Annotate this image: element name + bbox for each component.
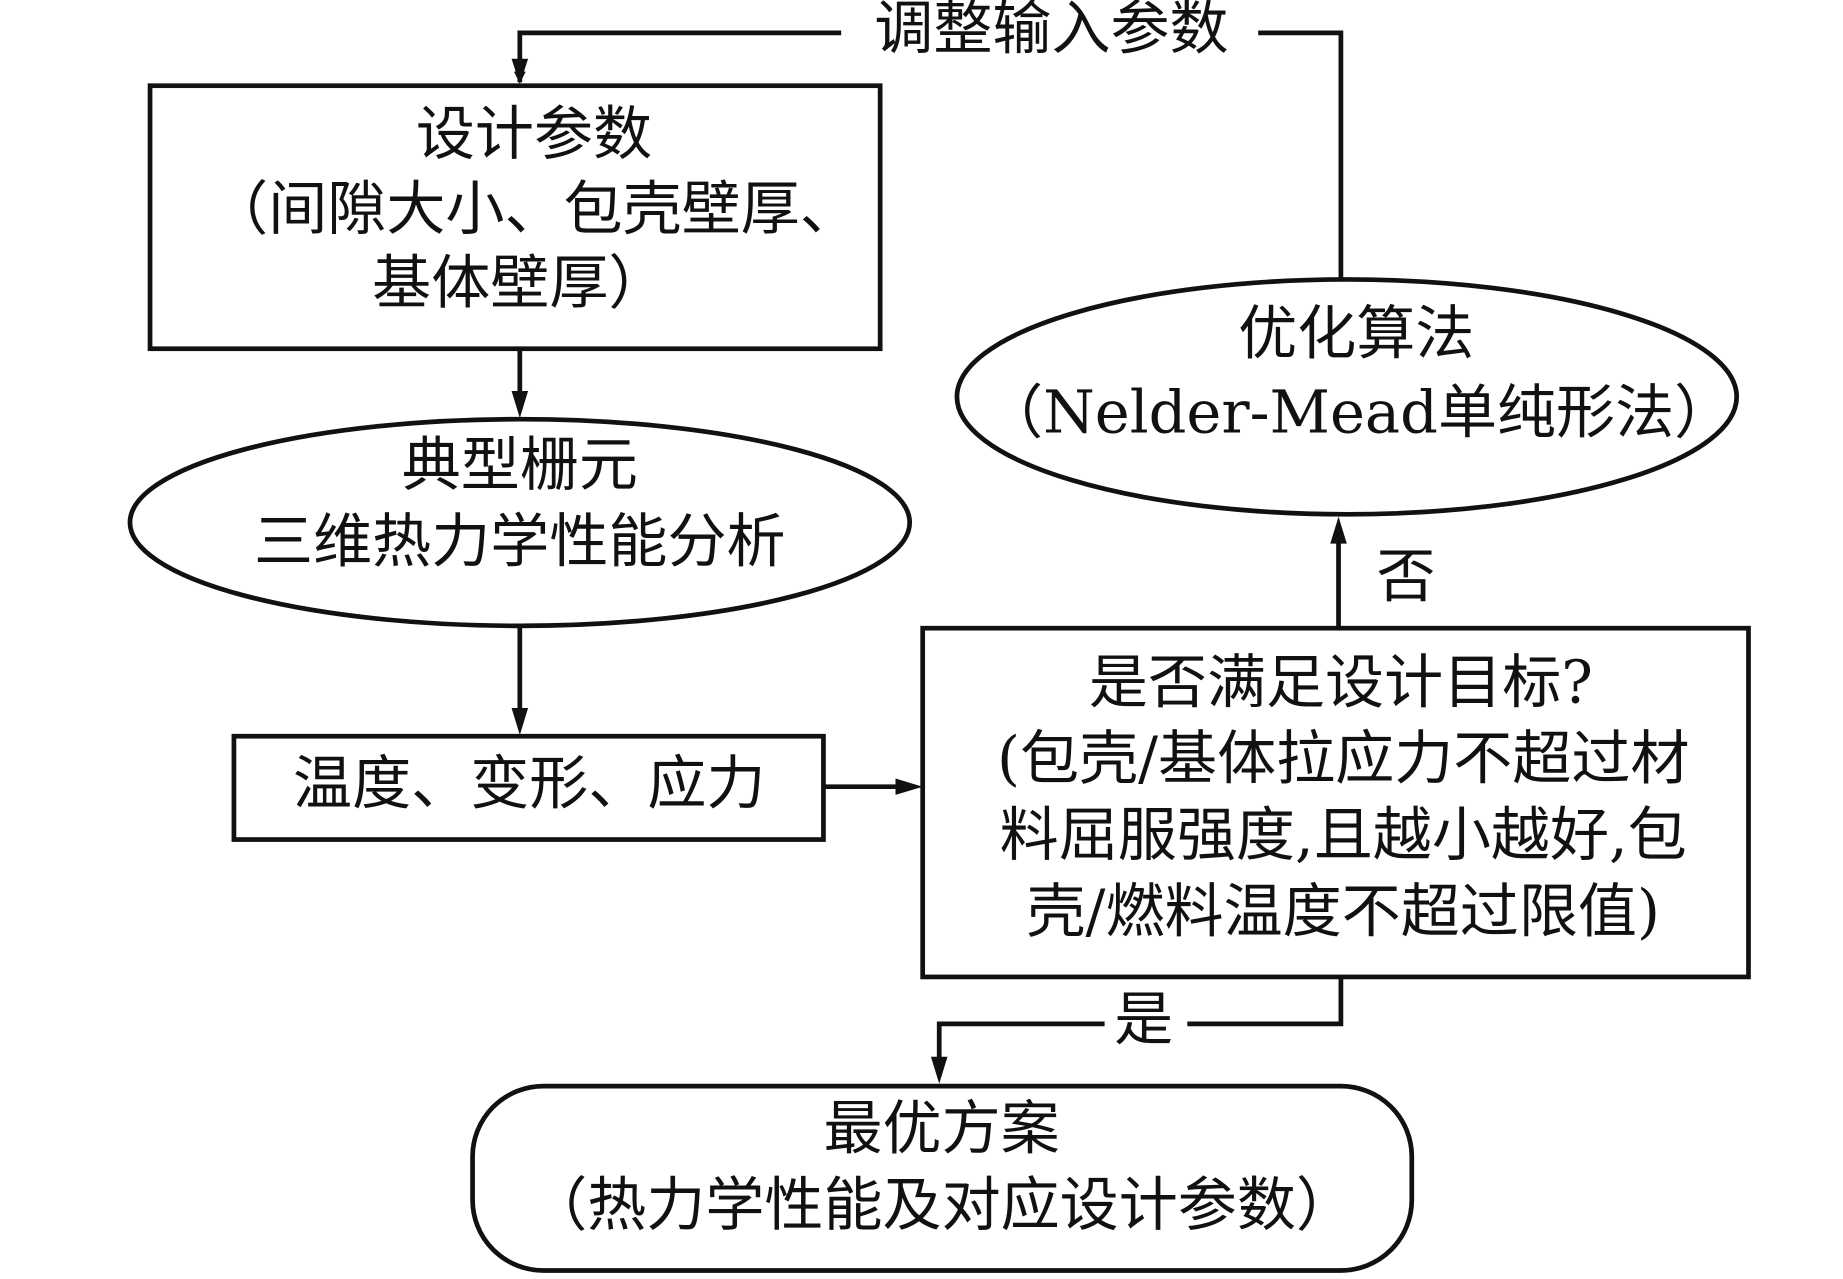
optimum-line: 最优方案 (823, 1094, 1059, 1163)
feedback-label: 调整输入参数 (874, 0, 1228, 62)
arrowhead (511, 58, 529, 85)
feedback-edge-right (1258, 30, 1344, 279)
decision-line: (包壳/基体拉应力不超过材 (997, 724, 1690, 793)
no-label: 否 (1376, 542, 1435, 611)
results-label: 温度、变形、应力 (293, 749, 765, 818)
design-params-box (147, 83, 883, 352)
edge-yes-left (936, 1021, 1105, 1063)
analysis-line: 典型栅元 (402, 430, 638, 499)
arrowhead (511, 391, 529, 419)
optimizer-ellipse (954, 277, 1740, 517)
optimizer-line: （Nelder-Mead单纯形法） (984, 378, 1733, 447)
arrowhead (511, 708, 529, 736)
arrowhead (930, 1056, 948, 1084)
decision-line: 料屈服强度,且越小越好,包 (1000, 800, 1687, 869)
yes-label: 是 (1114, 985, 1173, 1054)
decision-line: 壳/燃料温度不超过限值) (1027, 877, 1660, 946)
optimum-line: （热力学性能及对应设计参数） (528, 1170, 1355, 1239)
design-params-line: 基体壁厚） (372, 248, 667, 317)
decision-box (920, 625, 1751, 980)
arrowhead (1330, 516, 1347, 544)
decision-line: 是否满足设计目标? (1089, 648, 1593, 717)
analysis-line: 三维热力学性能分析 (254, 507, 786, 576)
arrowhead (895, 778, 923, 795)
optimizer-line: 优化算法 (1238, 299, 1474, 368)
design-params-title: 设计参数 (416, 99, 652, 168)
feedback-edge-left (513, 30, 842, 84)
design-params-line: （间隙大小、包壳壁厚、 (209, 174, 859, 243)
edge-yes-right (1187, 976, 1344, 1027)
optimum-box (470, 1083, 1415, 1273)
